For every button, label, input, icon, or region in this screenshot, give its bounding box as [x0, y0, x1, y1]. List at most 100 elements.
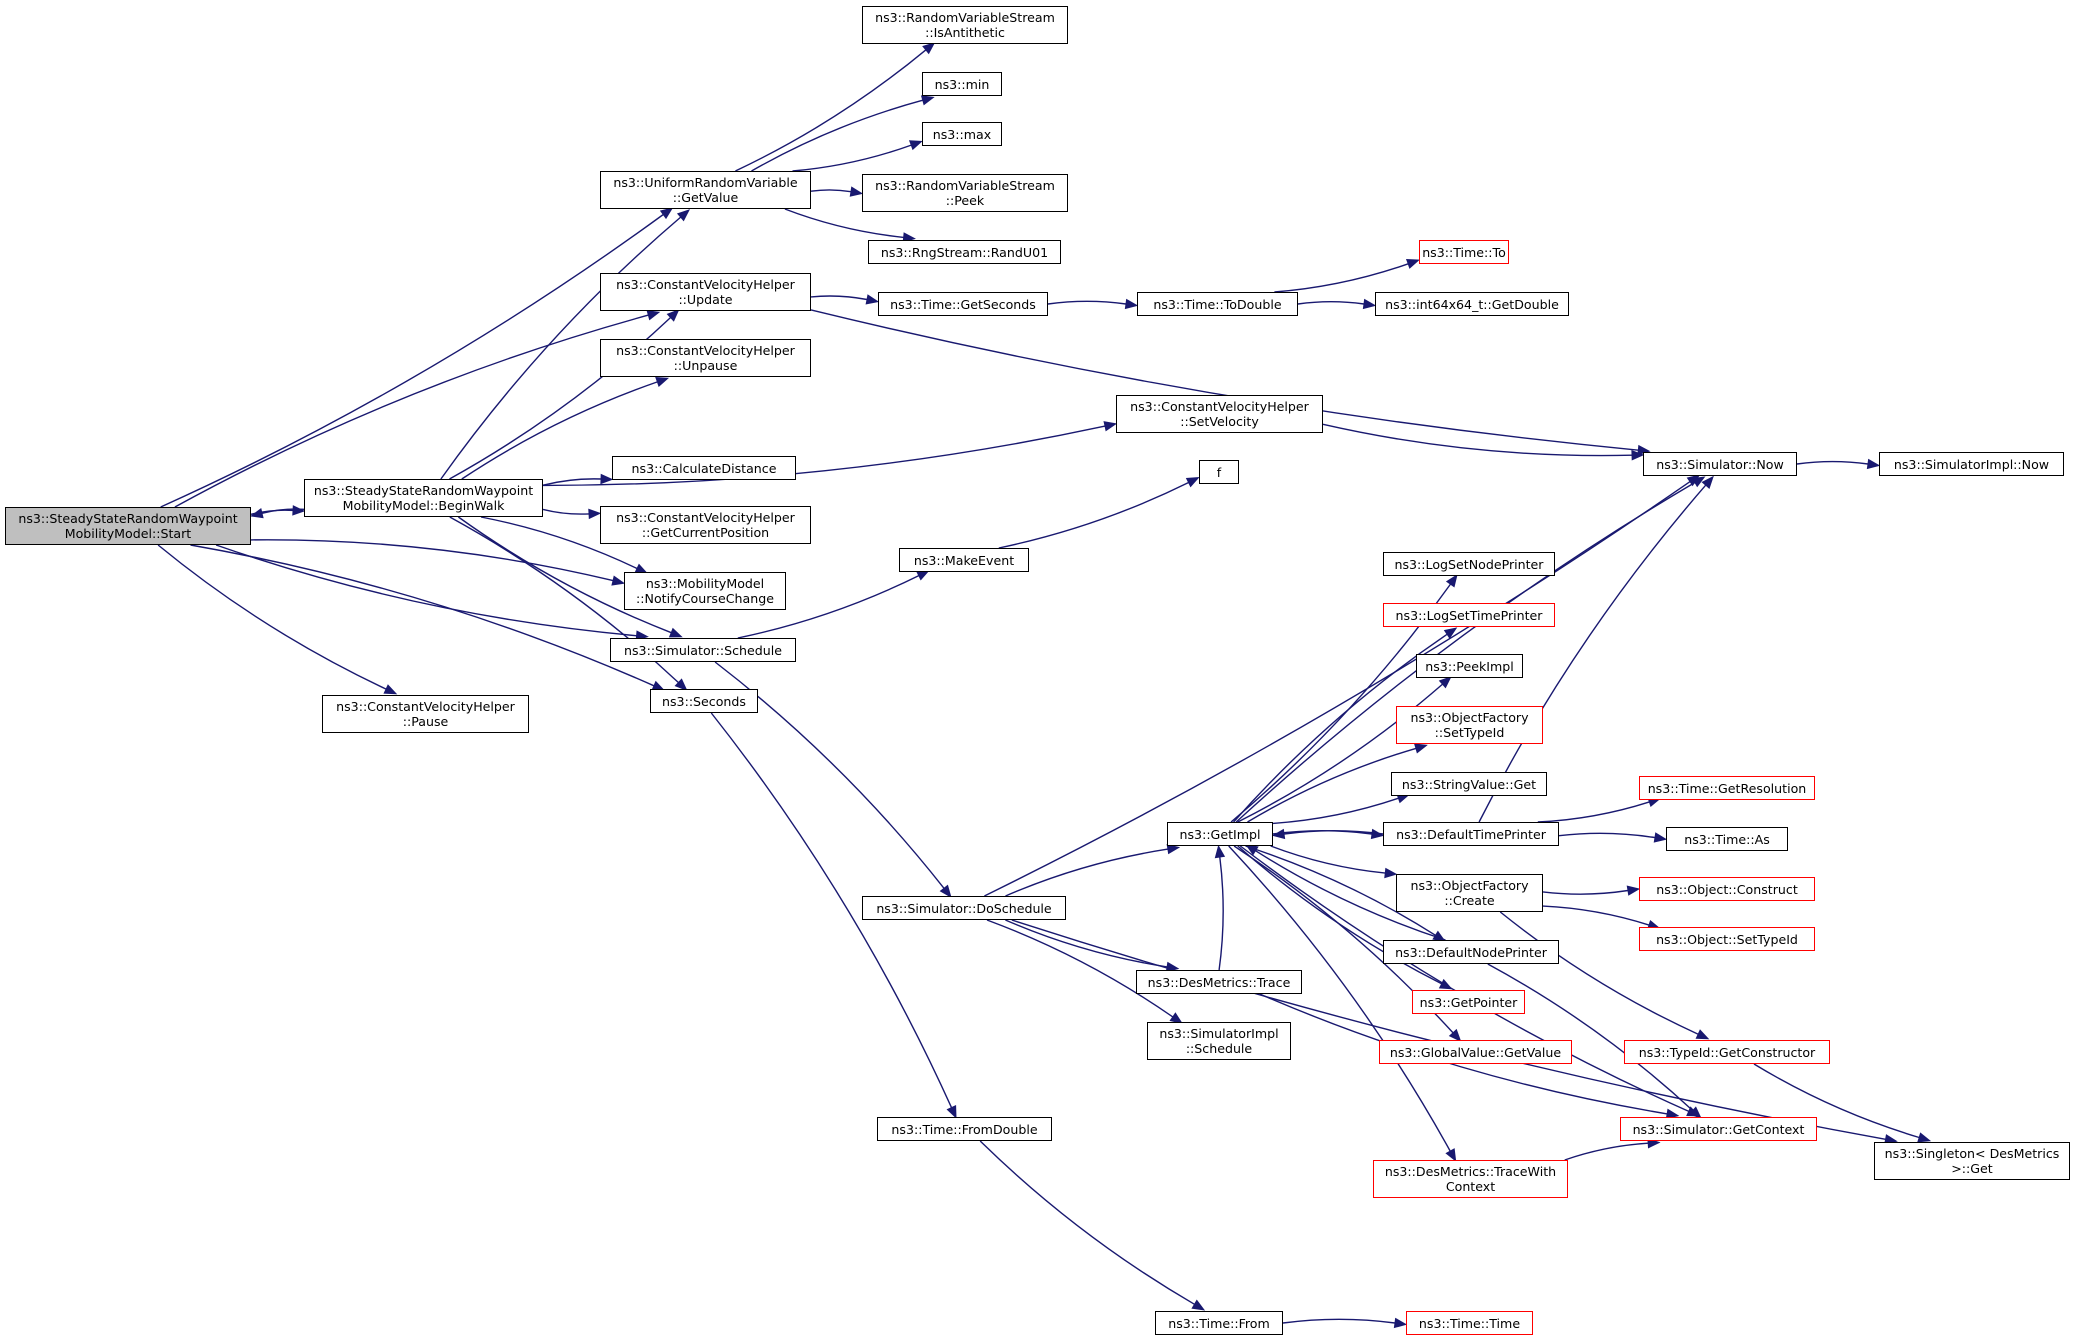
node-seconds[interactable]: ns3::Seconds: [650, 689, 758, 713]
node-time-from[interactable]: ns3::Time::From: [1155, 1311, 1283, 1335]
edge-urv_getvalue-to-rvs_isanti: [735, 49, 927, 172]
node-obj-settypeid[interactable]: ns3::Object::SetTypeId: [1639, 927, 1815, 951]
node-urv-getvalue[interactable]: ns3::UniformRandomVariable::GetValue: [600, 171, 811, 209]
node-f[interactable]: f: [1199, 460, 1239, 484]
node-defaultnodeprinter[interactable]: ns3::DefaultNodePrinter: [1383, 940, 1559, 964]
edge-arrowhead: [674, 678, 688, 692]
edge-time_fromdouble-to-time_from: [979, 1140, 1195, 1305]
edge-arrowhead: [676, 209, 691, 222]
edge-getimpl-to-of_create: [1270, 845, 1386, 874]
node-time-time[interactable]: ns3::Time::Time: [1406, 1311, 1533, 1335]
node-of-create[interactable]: ns3::ObjectFactory::Create: [1396, 874, 1543, 912]
edge-arrowhead: [600, 473, 614, 485]
node-label-line: ns3::RngStream::RandU01: [880, 244, 1049, 260]
edge-arrowhead: [922, 42, 936, 55]
node-time-to[interactable]: ns3::Time::To: [1419, 240, 1509, 264]
edge-arrowhead: [1438, 676, 1452, 689]
edge-arrowhead: [1701, 475, 1714, 489]
node-time-todouble[interactable]: ns3::Time::ToDouble: [1137, 292, 1298, 316]
node-min[interactable]: ns3::min: [922, 72, 1002, 96]
node-sim-doschedule[interactable]: ns3::Simulator::DoSchedule: [862, 896, 1066, 920]
node-time-fromdouble[interactable]: ns3::Time::FromDouble: [877, 1117, 1052, 1141]
node-typeid-getctor[interactable]: ns3::TypeId::GetConstructor: [1624, 1040, 1830, 1064]
edge-getimpl-to-sim_now: [1235, 481, 1696, 823]
edge-sim_doschedule-to-simimpl_schedule: [986, 919, 1174, 1018]
node-label-line: ::SetTypeId: [1434, 725, 1505, 740]
node-label-line: ns3::GlobalValue::GetValue: [1389, 1044, 1562, 1060]
edge-arrowhead: [1169, 1012, 1183, 1024]
node-label-line: ns3::Seconds: [662, 693, 746, 709]
node-stringvalue-get[interactable]: ns3::StringValue::Get: [1391, 772, 1547, 796]
edge-arrowhead: [655, 377, 670, 387]
node-logsetnode[interactable]: ns3::LogSetNodePrinter: [1383, 552, 1555, 576]
node-time-getres[interactable]: ns3::Time::GetResolution: [1639, 776, 1815, 800]
node-label-line: ns3::SteadyStateRandomWaypoint: [18, 511, 238, 526]
edge-seconds-to-time_fromdouble: [710, 712, 953, 1108]
node-sim-now[interactable]: ns3::Simulator::Now: [1643, 452, 1797, 476]
node-sim-getcontext[interactable]: ns3::Simulator::GetContext: [1620, 1117, 1817, 1141]
node-label-line: ns3::max: [932, 126, 992, 142]
node-cvh-setvel[interactable]: ns3::ConstantVelocityHelper::SetVelocity: [1116, 395, 1323, 433]
edge-arrowhead: [1191, 1299, 1206, 1311]
edge-arrowhead: [1626, 885, 1641, 896]
node-time-getseconds[interactable]: ns3::Time::GetSeconds: [878, 292, 1048, 316]
node-desmetrics-trace[interactable]: ns3::DesMetrics::Trace: [1136, 970, 1302, 994]
node-cvh-unpause[interactable]: ns3::ConstantVelocityHelper::Unpause: [600, 339, 811, 377]
node-cvh-update[interactable]: ns3::ConstantVelocityHelper::Update: [600, 273, 811, 311]
edge-arrowhead: [1384, 867, 1398, 879]
node-label-line: ns3::SimulatorImpl: [1159, 1026, 1279, 1041]
edge-getimpl-to-stringvalue_get: [1272, 797, 1399, 825]
node-makeevent[interactable]: ns3::MakeEvent: [899, 548, 1029, 572]
edge-arrowhead: [1362, 298, 1377, 310]
edge-arrowhead: [1631, 449, 1645, 461]
node-cvh-getpos[interactable]: ns3::ConstantVelocityHelper::GetCurrentP…: [600, 506, 811, 544]
node-label-line: ::Peek: [945, 193, 985, 208]
edge-arrowhead: [865, 294, 880, 305]
node-defaulttimeprinter[interactable]: ns3::DefaultTimePrinter: [1383, 822, 1559, 846]
node-label-line: ns3::DefaultTimePrinter: [1396, 826, 1546, 842]
edge-start-to-cvh_pause: [157, 544, 387, 690]
node-int64-getdouble[interactable]: ns3::int64x64_t::GetDouble: [1375, 292, 1569, 316]
node-label-line: ns3::ConstantVelocityHelper: [616, 343, 795, 358]
node-cvh-pause[interactable]: ns3::ConstantVelocityHelper::Pause: [322, 695, 529, 733]
node-time-as[interactable]: ns3::Time::As: [1666, 827, 1788, 851]
edge-start-to-sim_schedule: [215, 544, 637, 637]
node-calcdist[interactable]: ns3::CalculateDistance: [612, 456, 796, 480]
node-simimpl-now[interactable]: ns3::SimulatorImpl::Now: [1879, 452, 2064, 476]
node-obj-construct[interactable]: ns3::Object::Construct: [1639, 877, 1815, 901]
edge-arrowhead: [1166, 843, 1181, 855]
node-label-line: ns3::ConstantVelocityHelper: [1130, 399, 1309, 414]
node-label-line: ::Schedule: [1185, 1041, 1253, 1056]
node-randu01[interactable]: ns3::RngStream::RandU01: [868, 240, 1061, 264]
edge-arrowhead: [1653, 832, 1668, 843]
node-of-settypeid[interactable]: ns3::ObjectFactory::SetTypeId: [1396, 706, 1543, 744]
node-getimpl[interactable]: ns3::GetImpl: [1167, 822, 1273, 846]
node-label-line: f: [1216, 464, 1222, 480]
edge-sim_schedule-to-sim_doschedule: [714, 661, 945, 889]
edge-arrowhead: [1917, 1132, 1932, 1143]
node-label-line: ::Create: [1444, 893, 1495, 908]
edge-arrowhead: [1695, 1029, 1710, 1040]
node-simimpl-schedule[interactable]: ns3::SimulatorImpl::Schedule: [1147, 1022, 1291, 1060]
node-label-line: ns3::Time::To: [1422, 244, 1506, 260]
edge-urv_getvalue-to-randu01: [784, 208, 904, 239]
node-max[interactable]: ns3::max: [922, 122, 1002, 146]
node-peekimpl[interactable]: ns3::PeekImpl: [1416, 654, 1523, 678]
node-rvs-peek[interactable]: ns3::RandomVariableStream::Peek: [862, 174, 1068, 212]
node-sim-schedule[interactable]: ns3::Simulator::Schedule: [610, 638, 796, 662]
node-gv-getvalue[interactable]: ns3::GlobalValue::GetValue: [1379, 1040, 1572, 1064]
node-getpointer[interactable]: ns3::GetPointer: [1412, 990, 1525, 1014]
edge-arrowhead: [1185, 477, 1200, 488]
node-singleton-get[interactable]: ns3::Singleton< DesMetrics >::Get: [1874, 1142, 2070, 1180]
node-logsettime[interactable]: ns3::LogSetTimePrinter: [1383, 603, 1555, 627]
node-label-line: ns3::Time::GetResolution: [1647, 780, 1807, 796]
edge-sim_doschedule-to-getimpl: [1005, 848, 1169, 897]
node-rvs-isanti[interactable]: ns3::RandomVariableStream::IsAntithetic: [862, 6, 1068, 44]
node-mm-notify[interactable]: ns3::MobilityModel::NotifyCourseChange: [624, 572, 786, 610]
edge-arrowhead: [666, 308, 680, 322]
edge-beginwalk-to-cvh_getpos: [542, 508, 590, 515]
node-label-line: ::NotifyCourseChange: [636, 591, 774, 606]
